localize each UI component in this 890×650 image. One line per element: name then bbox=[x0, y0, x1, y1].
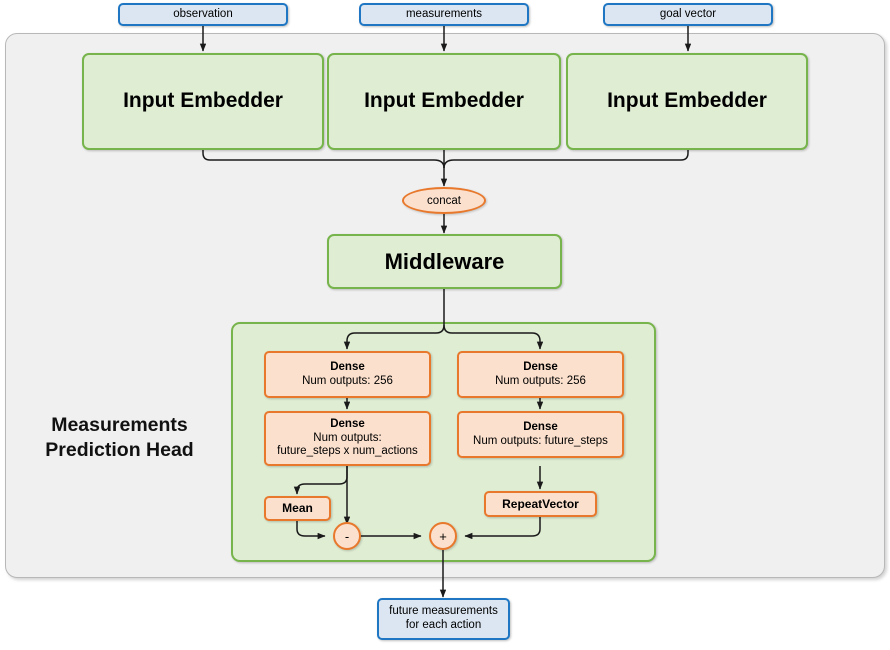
right-dense-256-title: Dense bbox=[523, 360, 558, 373]
add-operator-label: + bbox=[439, 528, 447, 544]
mean-label: Mean bbox=[282, 501, 313, 516]
middleware-block[interactable]: Middleware bbox=[327, 234, 562, 289]
repeat-vector-block[interactable]: RepeatVector bbox=[484, 491, 597, 517]
left-dense-256[interactable]: Dense Num outputs: 256 bbox=[264, 351, 431, 398]
subtract-operator[interactable]: - bbox=[333, 522, 361, 550]
left-dense-actions-outputs-label: Num outputs: bbox=[313, 431, 382, 444]
right-dense-steps-title: Dense bbox=[523, 420, 558, 433]
input-box-goal-vector[interactable]: goal vector bbox=[603, 3, 773, 26]
head-title-line1: Measurements bbox=[51, 414, 188, 436]
output-box-future-measurements[interactable]: future measurements for each action bbox=[377, 598, 510, 640]
repeat-vector-label: RepeatVector bbox=[502, 496, 579, 511]
input-embedder-goal-vector[interactable]: Input Embedder bbox=[566, 53, 808, 150]
left-dense-actions-title: Dense bbox=[330, 418, 365, 431]
input-label-goal-vector: goal vector bbox=[659, 7, 717, 20]
concat-label: concat bbox=[427, 194, 461, 207]
input-label-observation: observation bbox=[173, 7, 233, 20]
input-embedder-observation[interactable]: Input Embedder bbox=[82, 53, 324, 150]
input-box-observation[interactable]: observation bbox=[118, 3, 288, 26]
left-dense-256-title: Dense bbox=[330, 360, 365, 373]
right-dense-future-steps[interactable]: Dense Num outputs: future_steps bbox=[457, 411, 624, 458]
output-label-line1: future measurements bbox=[389, 605, 498, 618]
right-dense-256[interactable]: Dense Num outputs: 256 bbox=[457, 351, 624, 398]
input-embedder-label-3: Input Embedder bbox=[607, 89, 767, 113]
subtract-operator-label: - bbox=[344, 528, 350, 544]
add-operator[interactable]: + bbox=[429, 522, 457, 550]
input-label-measurements: measurements bbox=[405, 7, 483, 20]
input-box-measurements[interactable]: measurements bbox=[359, 3, 529, 26]
middleware-label: Middleware bbox=[384, 248, 505, 274]
input-embedder-label-1: Input Embedder bbox=[123, 89, 283, 113]
concat-node[interactable]: concat bbox=[402, 187, 486, 214]
right-dense-256-outputs: Num outputs: 256 bbox=[495, 374, 586, 387]
head-title-line2: Prediction Head bbox=[45, 439, 194, 462]
left-dense-future-steps-actions[interactable]: Dense Num outputs: future_steps x num_ac… bbox=[264, 411, 431, 466]
left-dense-256-outputs: Num outputs: 256 bbox=[302, 374, 393, 387]
input-embedder-label-2: Input Embedder bbox=[364, 89, 524, 113]
measurements-prediction-head-title: Measurements Prediction Head bbox=[22, 413, 217, 464]
output-label-line2: for each action bbox=[405, 619, 482, 631]
mean-block[interactable]: Mean bbox=[264, 496, 331, 521]
left-dense-actions-outputs-value: future_steps x num_actions bbox=[277, 445, 418, 458]
right-dense-steps-outputs: Num outputs: future_steps bbox=[473, 434, 608, 447]
input-embedder-measurements[interactable]: Input Embedder bbox=[327, 53, 561, 150]
